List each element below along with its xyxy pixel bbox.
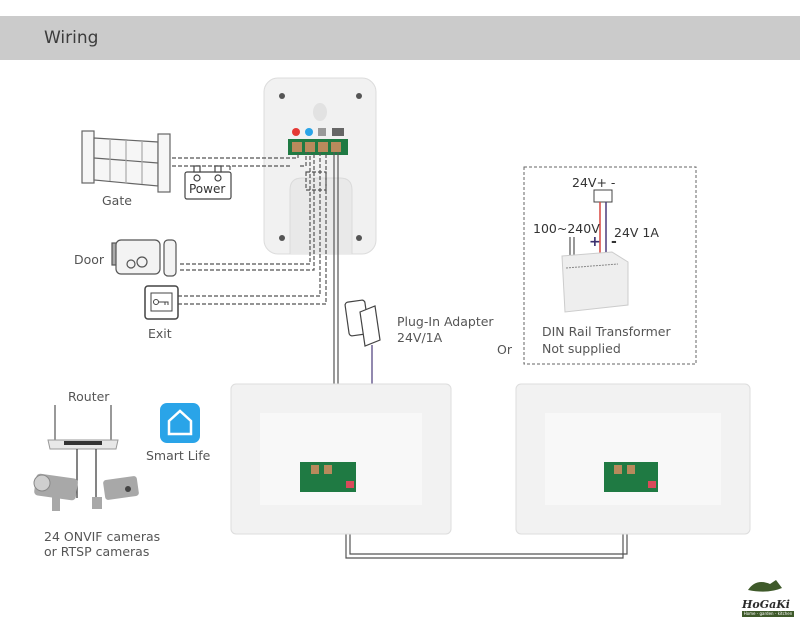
smart-life-label: Smart Life bbox=[146, 448, 211, 463]
transformer-rating-label: 24V 1A bbox=[614, 225, 659, 240]
exit-terminal-icon bbox=[318, 128, 326, 136]
section-title: Wiring bbox=[44, 28, 99, 48]
or-label: Or bbox=[497, 342, 512, 357]
cameras-label-line1: 24 ONVIF cameras bbox=[44, 529, 161, 544]
minus-label: - bbox=[611, 234, 617, 250]
monitor-terminal-icon bbox=[332, 128, 344, 136]
transformer-box bbox=[523, 166, 697, 365]
router-label: Router bbox=[68, 389, 110, 404]
transformer-output-label: 24V+ - bbox=[572, 175, 616, 190]
transformer-label-line2: Not supplied bbox=[542, 341, 621, 356]
smart-life-app-icon bbox=[160, 403, 200, 443]
cameras-label-line2: or RTSP cameras bbox=[44, 544, 150, 559]
transformer-input-label: 100~240V bbox=[533, 221, 600, 236]
control-wires bbox=[172, 152, 327, 305]
router-icon bbox=[47, 405, 119, 500]
camera-icon bbox=[92, 476, 139, 509]
door-label: Door bbox=[74, 252, 105, 267]
indoor-monitor bbox=[230, 383, 452, 535]
din-rail-transformer-icon bbox=[561, 189, 629, 313]
logo-name: HoGaKi bbox=[742, 598, 790, 611]
exit-button-icon bbox=[144, 285, 179, 320]
hogaki-logo-icon bbox=[748, 580, 782, 592]
power-label: Power bbox=[189, 182, 226, 196]
adapter-label-line1: Plug-In Adapter bbox=[397, 314, 494, 329]
gate-icon bbox=[81, 130, 171, 193]
camera-icon bbox=[33, 473, 78, 511]
door-lock-icon bbox=[111, 239, 177, 277]
plug-in-adapter-icon bbox=[344, 299, 381, 347]
lock-terminal-icon bbox=[305, 128, 313, 136]
power-battery-icon bbox=[184, 165, 232, 200]
gate-terminal-icon bbox=[292, 128, 300, 136]
logo-tagline: Home - garden - kitchen bbox=[742, 611, 794, 617]
section-header: Wiring bbox=[0, 16, 800, 60]
adapter-label-line2: 24V/1A bbox=[397, 330, 443, 345]
plus-label: + bbox=[589, 234, 601, 250]
exit-label: Exit bbox=[148, 326, 172, 341]
indoor-monitor bbox=[515, 383, 751, 535]
gate-label: Gate bbox=[102, 193, 132, 208]
transformer-label-line1: DIN Rail Transformer bbox=[542, 324, 671, 339]
